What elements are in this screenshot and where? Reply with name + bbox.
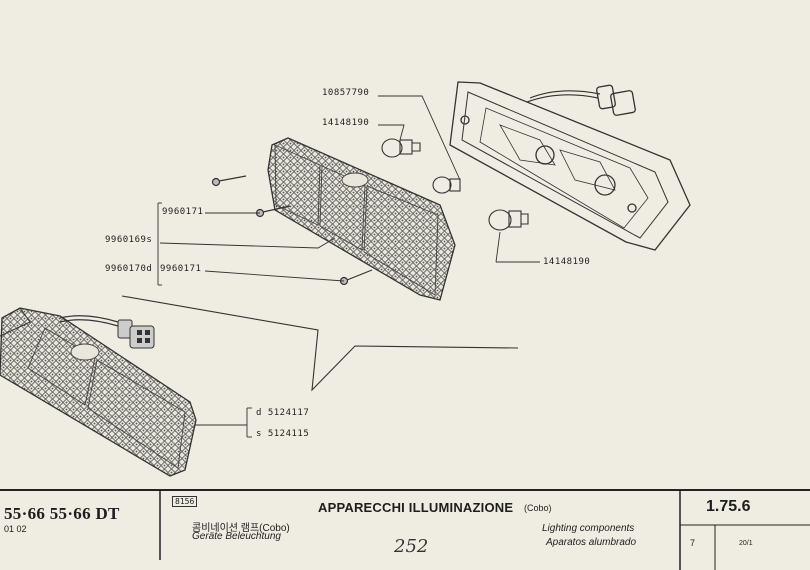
reference-number: 1.75.6 (706, 498, 751, 515)
part-number-label: 14148190 (543, 257, 591, 267)
title-block-frame (0, 489, 810, 570)
model-years: 01 02 (4, 524, 27, 534)
handwritten-page-number: 252 (394, 536, 429, 557)
part-number-label: 9960170d (105, 264, 153, 274)
part-number-label: 9960171 (160, 264, 202, 274)
section-code: 8156 (172, 496, 198, 507)
screw-icon (211, 175, 373, 286)
lens-cover (267, 137, 456, 301)
bulb-icon (432, 176, 461, 194)
sheet-code: 20/1 (739, 540, 753, 547)
spanish-caption: Aparatos alumbrado (546, 537, 637, 548)
part-number-label: 14148190 (322, 118, 370, 128)
bulb-icon (488, 209, 529, 231)
part-number-label: 9960169s (105, 235, 153, 245)
part-number-label: 9960171 (162, 207, 204, 217)
korean-caption: 콤비네이션 램프(Cobo) (192, 523, 290, 534)
german-caption: Geräte Beleuchtung (192, 531, 281, 542)
leader-lines (157, 95, 540, 438)
assembled-rear-lamp (0, 307, 197, 477)
sheet-number: 7 (690, 538, 696, 548)
detail-callout-outline (121, 295, 519, 392)
bulb-icon (381, 138, 421, 158)
part-number-label: s 5124115 (256, 429, 310, 439)
part-number-label: 10857790 (322, 88, 370, 98)
lamp-housing (449, 81, 691, 251)
page-title: APPARECCHI ILLUMINAZIONE (318, 500, 514, 515)
model-designation: 55·66 55·66 DT (4, 504, 120, 523)
part-number-label: d 5124117 (256, 408, 310, 418)
english-caption: Lighting components (542, 523, 635, 534)
title-note: (Cobo) (524, 503, 552, 513)
